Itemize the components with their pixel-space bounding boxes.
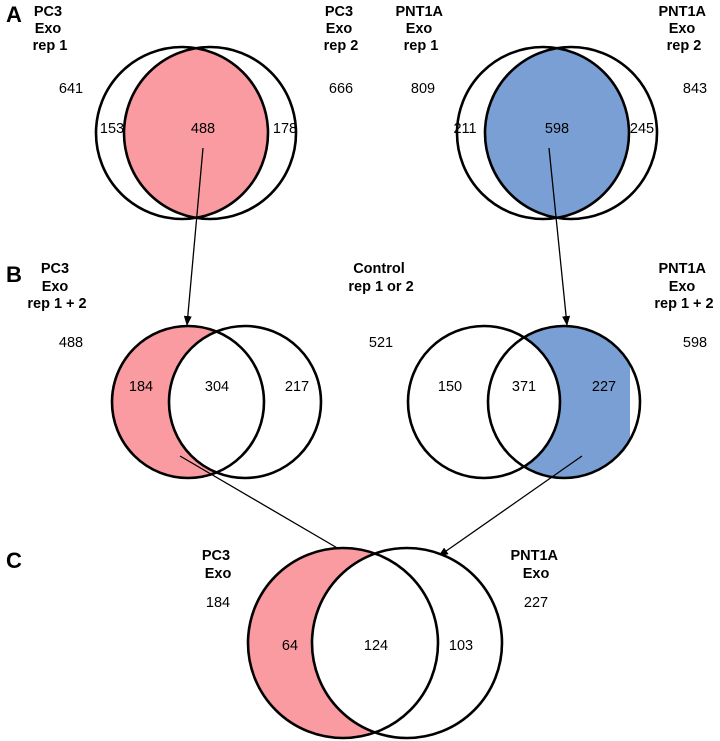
only-control-left: 217 bbox=[285, 379, 309, 395]
total-pc3-c: 184 bbox=[206, 595, 230, 611]
panel-letter-c: C bbox=[6, 548, 22, 573]
panel-letter-b: B bbox=[6, 262, 22, 287]
overlap-pnt1a: 598 bbox=[545, 121, 569, 137]
total-pnt1a-rep1-2: 598 bbox=[683, 335, 707, 351]
panel-letter-a: A bbox=[6, 2, 22, 27]
label-pc3-rep2: PC3 Exo rep 2 bbox=[324, 4, 359, 54]
total-pnt1a-rep1: 809 bbox=[411, 81, 435, 97]
total-pc3-rep1: 641 bbox=[59, 81, 83, 97]
overlap-pc3: 488 bbox=[191, 121, 215, 137]
circle-pnt1a-rep1-2 bbox=[486, 324, 642, 480]
circle-control bbox=[167, 324, 323, 480]
total-pc3-rep1-2: 488 bbox=[59, 335, 83, 351]
circle-pc3-rep2 bbox=[122, 45, 298, 221]
circle-control-right bbox=[406, 324, 562, 480]
arrow-b-to-c-left bbox=[179, 455, 352, 557]
circle-pc3-rep1 bbox=[94, 45, 270, 221]
circle-pnt1a-rep2 bbox=[483, 45, 659, 221]
overlap-control-pnt1a: 371 bbox=[512, 379, 536, 395]
circle-pnt1a-rep1 bbox=[455, 45, 631, 221]
label-pc3-c: PC3 Exo bbox=[202, 548, 234, 582]
overlap-pc3-control: 304 bbox=[205, 379, 229, 395]
label-pc3-rep1: PC3 Exo rep 1 bbox=[33, 4, 68, 54]
label-pnt1a-rep1: PNT1A Exo rep 1 bbox=[395, 4, 446, 54]
only-pnt1a-b: 227 bbox=[592, 379, 616, 395]
arrow-a-to-b-left bbox=[183, 147, 204, 326]
overlap-fill-a-pc3 bbox=[124, 47, 268, 219]
only-control-right: 150 bbox=[438, 379, 462, 395]
overlap-fill-a-pnt1a bbox=[485, 47, 629, 219]
pnt1a-only-mask-b bbox=[408, 326, 560, 478]
venn-b-pc3-vs-control bbox=[110, 324, 323, 480]
overlap-pc3-pnt1a: 124 bbox=[364, 638, 388, 654]
total-control: 521 bbox=[369, 335, 393, 351]
pc3-only-mask-c bbox=[312, 548, 502, 738]
label-pnt1a-rep2: PNT1A Exo rep 2 bbox=[658, 4, 709, 54]
label-pc3-rep1-2: PC3 Exo rep 1 + 2 bbox=[27, 261, 86, 312]
circle-pc3-c bbox=[246, 546, 440, 740]
label-pnt1a-c: PNT1A Exo bbox=[510, 548, 561, 582]
only-pc3-b: 184 bbox=[129, 379, 153, 395]
circle-pnt1a-c bbox=[310, 546, 504, 740]
label-control: Control rep 1 or 2 bbox=[348, 261, 413, 295]
venn-b-control-vs-pnt1a bbox=[406, 324, 642, 480]
label-pnt1a-rep1-2: PNT1A Exo rep 1 + 2 bbox=[654, 261, 713, 312]
arrow-b-to-c-right bbox=[438, 455, 583, 557]
venn-a-pnt1a bbox=[455, 45, 659, 221]
total-pnt1a-rep2: 843 bbox=[683, 81, 707, 97]
only-pnt1a-c: 103 bbox=[449, 638, 473, 654]
only-pnt1a-rep2: 245 bbox=[630, 121, 654, 137]
only-pc3-rep1: 153 bbox=[100, 121, 124, 137]
circle-pc3-rep1-2 bbox=[110, 324, 266, 480]
arrow-a-to-b-right bbox=[548, 147, 571, 326]
venn-a-pc3 bbox=[94, 45, 298, 221]
total-pc3-rep2: 666 bbox=[329, 81, 353, 97]
only-pnt1a-rep1: 211 bbox=[453, 121, 476, 137]
only-pc3-c: 64 bbox=[282, 638, 298, 654]
total-pnt1a-c: 227 bbox=[524, 595, 548, 611]
only-pc3-rep2: 178 bbox=[273, 121, 297, 137]
pc3-only-mask-b bbox=[169, 326, 321, 478]
